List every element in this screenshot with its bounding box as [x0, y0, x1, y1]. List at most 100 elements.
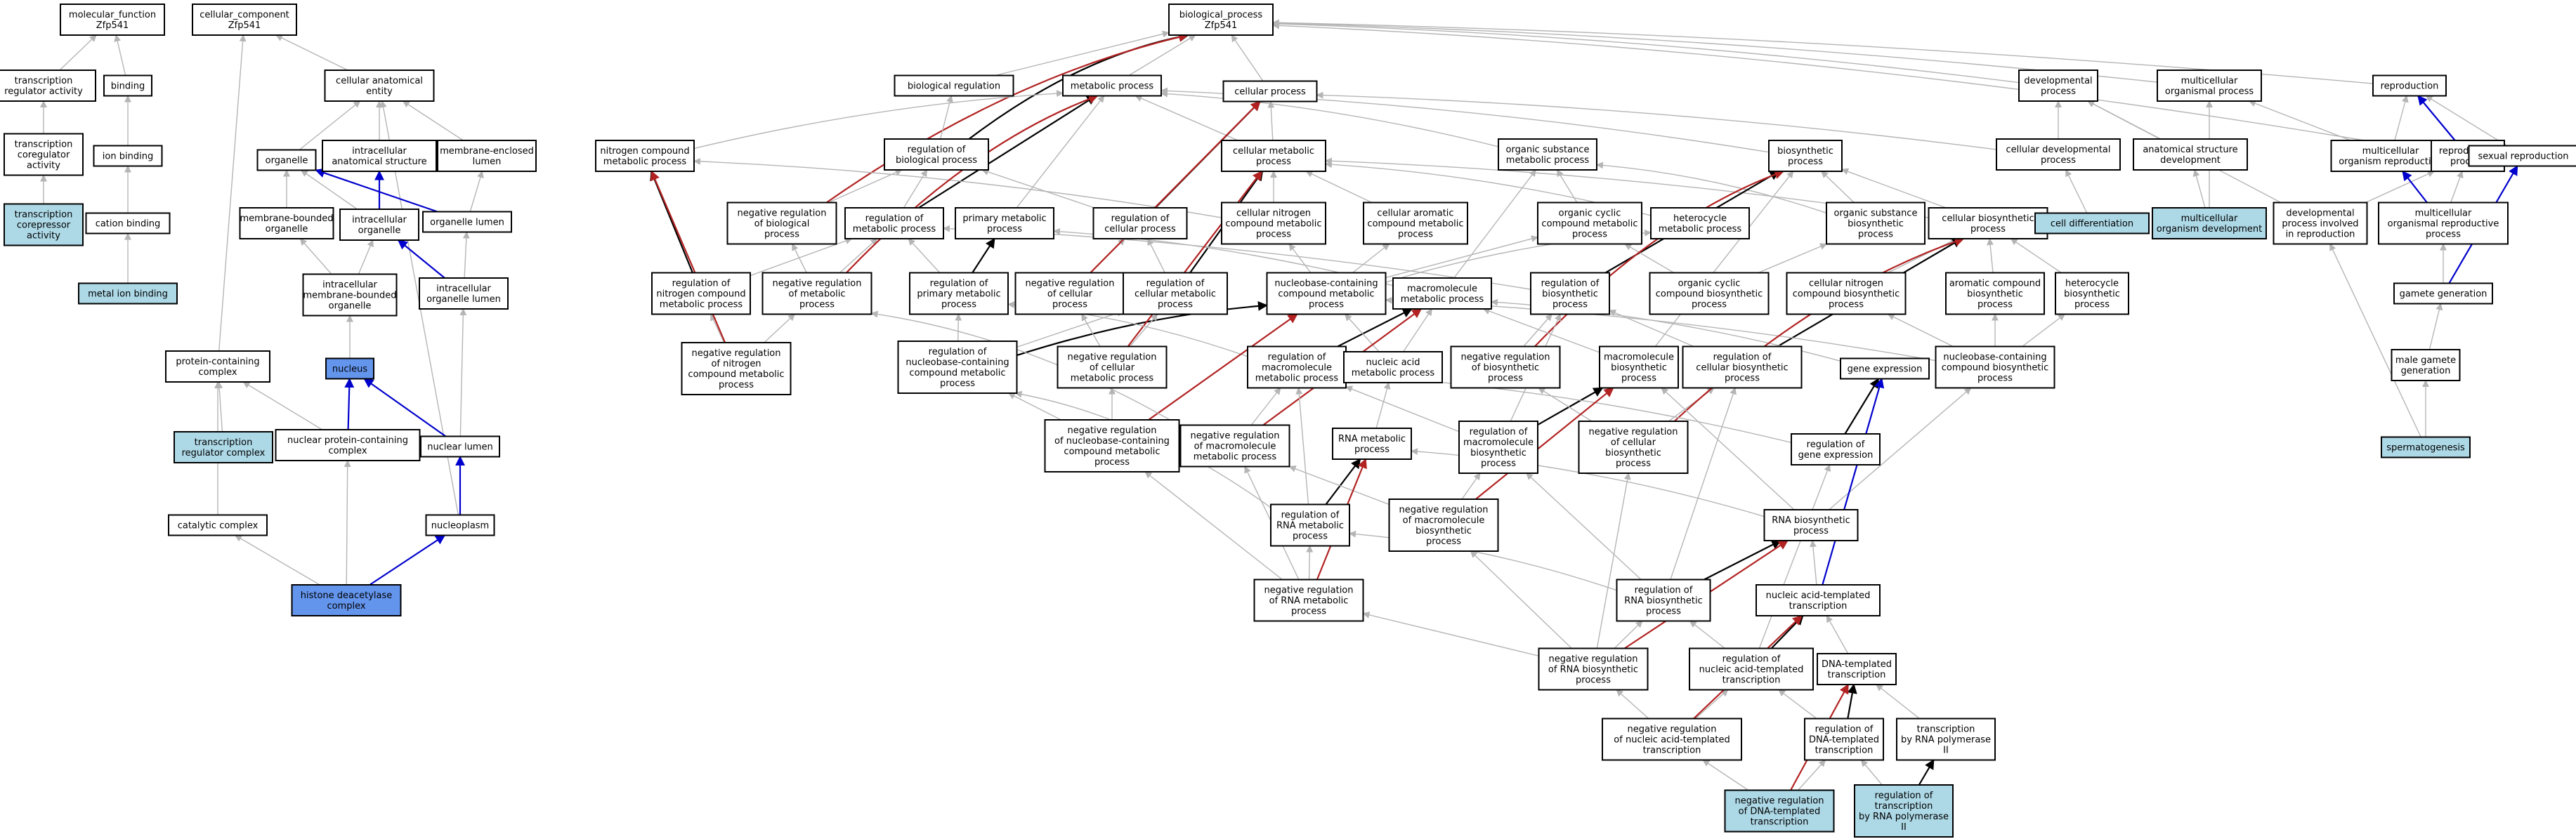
node-label: cation binding: [96, 219, 161, 230]
node-label-line: organismal process: [2165, 86, 2254, 97]
edge-regulates: [1704, 540, 1782, 581]
edge-is-a: [1616, 689, 1649, 720]
node-label-line: regulation of: [929, 347, 987, 357]
node-label-line: compound biosynthetic: [1656, 289, 1763, 300]
node-label-line: in reproduction: [2286, 230, 2355, 240]
node-label-line: cellular biosynthetic: [1696, 363, 1788, 374]
node-label-line: metabolic process: [1401, 294, 1484, 305]
node-label-line: histone deacetylase: [301, 590, 393, 601]
edge-negatively-regulates: [1127, 170, 1263, 348]
node-label-line: organelle lumen: [430, 218, 504, 228]
node-label-line: biosynthetic: [1542, 289, 1598, 300]
node-label-line: process: [1354, 444, 1390, 455]
node-label-line: organic substance: [1506, 145, 1590, 155]
edge-is-a: [903, 169, 928, 209]
node-label-line: process: [1788, 157, 1823, 167]
node-label-line: regulator activity: [4, 86, 83, 97]
edge-is-a: [1375, 382, 1391, 429]
edge-part-of: [344, 378, 355, 430]
node-label-line: negative regulation: [691, 348, 780, 359]
edge-is-a: [1888, 238, 1958, 274]
node-label-line: biosynthetic: [1848, 219, 1904, 230]
node-box: [1253, 579, 1364, 622]
node-box: [595, 140, 695, 172]
node-cellular-process: cellular process: [1222, 80, 1318, 103]
node-label-line: compound metabolic: [1367, 219, 1463, 230]
node-box: [4, 203, 84, 246]
node-label-line: process: [1977, 374, 2013, 384]
node-label-line: nitrogen compound: [600, 146, 689, 157]
edge-is-a: [870, 310, 1181, 427]
node-box: [275, 429, 421, 461]
node-box: [1168, 4, 1274, 36]
node-label-line: metabolic process: [603, 157, 687, 167]
edge-is-a: [1829, 387, 1972, 510]
node-label-line: biological process: [896, 155, 977, 166]
edge-is-a: [1887, 313, 1954, 348]
node-label-line: regulation of: [1470, 427, 1528, 437]
node-label-line: corepressor: [17, 220, 71, 231]
node-label-line: metabolic process: [660, 300, 743, 310]
node-label-line: II: [1943, 746, 1949, 756]
node-label-line: generation: [2401, 366, 2451, 376]
node-label-line: process: [987, 224, 1022, 234]
node-label-line: gene expression: [1848, 364, 1923, 375]
node-label-line: regulation of: [930, 279, 988, 289]
edge-is-a: [242, 381, 323, 430]
node-label-line: nuclear protein-containing: [287, 435, 408, 446]
node-label-line: process: [1309, 300, 1344, 310]
node-box: [2133, 138, 2248, 171]
edge-is-a: [1614, 620, 1643, 649]
node-label-line: negative regulation: [1067, 425, 1156, 436]
edge-is-a: [1345, 385, 1460, 432]
edge-is-a: [2248, 100, 2351, 141]
node-label-line: cellular developmental: [2006, 145, 2111, 155]
node-label-line: multicellular: [2181, 213, 2238, 224]
edge-part-of: [2402, 170, 2428, 204]
edge-negatively-regulates: [846, 94, 1099, 274]
node-label-line: DNA-templated: [1809, 735, 1879, 746]
edge-is-a: [1352, 243, 1390, 274]
node-box: [2273, 202, 2368, 245]
node-label: sexual reproduction: [2478, 152, 2568, 162]
edge-is-a: [1470, 550, 1572, 649]
node-label: biological regulation: [908, 81, 1000, 92]
node-label-line: reproduction: [2381, 81, 2439, 92]
node-label: metabolic process: [1071, 81, 1154, 92]
edge-regulates: [972, 237, 995, 274]
node-label: reproduction: [2381, 81, 2439, 92]
node-label-line: multicellular: [2362, 146, 2419, 157]
node-box: [1768, 140, 1843, 172]
node-label-line: nucleus: [332, 364, 367, 375]
edge-part-of: [315, 168, 438, 213]
node-label-line: DNA-templated: [1822, 659, 1892, 670]
edge-is-a: [1461, 473, 1481, 500]
node-label-line: of cellular: [1047, 289, 1093, 300]
